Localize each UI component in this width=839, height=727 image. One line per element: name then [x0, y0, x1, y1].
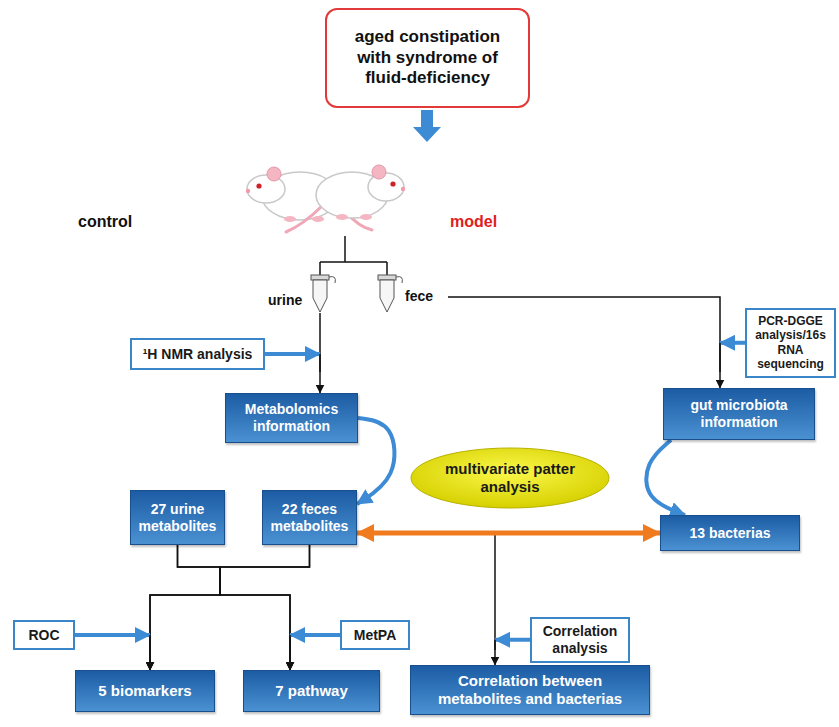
connector — [265, 354, 320, 393]
connector — [646, 440, 685, 515]
connector-line — [75, 633, 150, 637]
rat-illustration — [286, 165, 405, 232]
node-text: multivariate patter analysis — [434, 460, 586, 496]
method-box: MetPA — [340, 620, 410, 650]
connector-line — [220, 545, 310, 670]
connector — [150, 545, 310, 670]
flow-arrow — [413, 110, 441, 142]
connector-line — [149, 635, 151, 670]
sample-label: fece — [405, 288, 433, 305]
tube-icon — [311, 275, 335, 312]
node-text: ¹H NMR analysis — [143, 346, 253, 363]
analysis-ellipse: multivariate patter analysis — [410, 447, 610, 509]
result-box: 5 biomarkers — [75, 670, 215, 712]
group-label: control — [78, 212, 132, 231]
connector-line — [357, 531, 660, 536]
node-text: Correlation analysis — [536, 623, 624, 657]
connector-line — [150, 545, 220, 670]
connector — [178, 545, 291, 670]
connector-line — [178, 545, 291, 670]
node-text: PCR-DGGE analysis/16s RNA sequencing — [751, 314, 830, 372]
result-box: Metabolomics information — [225, 393, 358, 443]
connector — [357, 533, 660, 534]
node-text: Correlation between metabolites and bact… — [415, 672, 645, 708]
connector-line — [357, 418, 394, 504]
node-text: 27 urine metabolites — [135, 501, 220, 535]
connector-line — [265, 352, 320, 356]
connector — [720, 343, 745, 388]
result-box: 13 bacterias — [660, 515, 800, 551]
connector — [75, 635, 150, 670]
method-box: ROC — [13, 620, 75, 650]
connector — [357, 418, 394, 504]
node-text: ROC — [28, 627, 59, 644]
connector-line — [289, 635, 291, 670]
connector-line — [646, 440, 685, 515]
node-text: MetPA — [354, 627, 397, 644]
split-line — [320, 236, 720, 650]
method-box: ¹H NMR analysis — [130, 338, 265, 370]
connector-line — [494, 640, 496, 665]
tube-icon — [378, 275, 402, 312]
sample-label: urine — [268, 292, 302, 309]
node-text: 5 biomarkers — [98, 682, 191, 700]
connector — [495, 640, 530, 665]
result-box: 27 urine metabolites — [130, 490, 225, 545]
connector-line — [290, 633, 340, 637]
result-box: gut microbiota information — [663, 388, 815, 440]
node-text: 13 bacterias — [690, 525, 771, 542]
connector-line — [150, 545, 310, 670]
result-box: 7 pathway — [243, 670, 380, 712]
node-text: gut microbiota information — [668, 397, 810, 431]
node-text: 22 feces metabolites — [267, 501, 352, 535]
method-box: PCR-DGGE analysis/16s RNA sequencing — [745, 308, 836, 378]
condition-box: aged constipation with syndrome of fluid… — [325, 8, 530, 108]
connector — [290, 635, 340, 670]
group-label: model — [450, 212, 497, 231]
method-box: Correlation analysis — [530, 617, 630, 663]
connector-line — [319, 354, 321, 393]
connector-line — [720, 341, 745, 345]
result-box: 22 feces metabolites — [262, 490, 357, 545]
node-text: 7 pathway — [275, 682, 348, 700]
node-text: Metabolomics information — [230, 401, 353, 435]
connector-line — [495, 638, 530, 642]
result-box: Correlation between metabolites and bact… — [410, 665, 650, 715]
connector — [220, 545, 310, 670]
connector — [150, 545, 220, 670]
node-text: aged constipation with syndrome of fluid… — [339, 27, 516, 88]
connector-line — [719, 343, 721, 388]
